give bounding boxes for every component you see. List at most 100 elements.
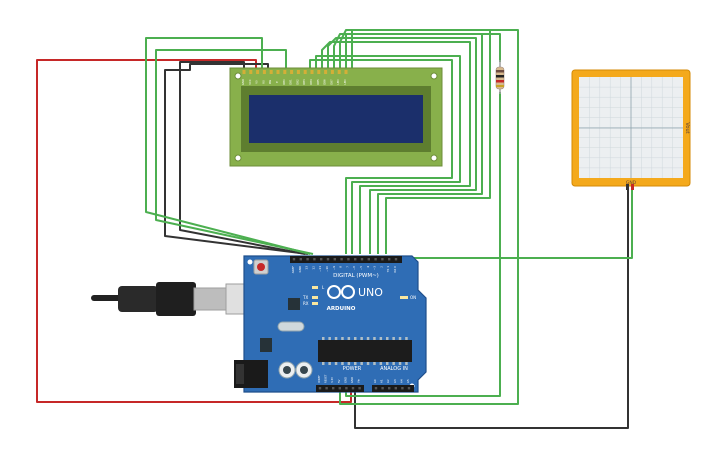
analog-pin-label: A3 <box>393 379 397 383</box>
lcd-pin[interactable] <box>330 70 334 74</box>
power-pin[interactable] <box>345 387 348 390</box>
led-l-label: L <box>322 285 325 290</box>
power-pin-label: GND <box>343 377 347 383</box>
digital-pin-label: GND <box>298 266 302 272</box>
lcd-pin[interactable] <box>310 70 314 74</box>
lcd-pin[interactable] <box>276 70 280 74</box>
digital-pin[interactable] <box>360 258 364 261</box>
power-pin[interactable] <box>338 387 341 390</box>
resistor[interactable] <box>495 60 505 94</box>
lcd-pin[interactable] <box>249 70 253 74</box>
digital-pin-label: ~10 <box>325 266 329 272</box>
usb-chip <box>288 298 300 310</box>
led-tx-label: TX <box>302 295 308 300</box>
digital-pin[interactable] <box>381 258 384 261</box>
digital-pin-label: TX 1 <box>386 266 390 274</box>
digital-pin[interactable] <box>354 258 357 261</box>
crystal <box>277 321 305 332</box>
lcd-pin-label: DB6 <box>323 79 327 85</box>
digital-pin[interactable] <box>388 258 391 261</box>
wire-green-lcd-h[interactable] <box>309 59 453 254</box>
analog-pin[interactable] <box>401 387 404 390</box>
lcd-pin[interactable] <box>337 70 341 74</box>
digital-pin-label: RX 0 <box>393 266 397 273</box>
wire-green-led-resistor[interactable] <box>345 33 501 72</box>
lcd-pin-label: V0 <box>255 80 259 84</box>
lcd-pin[interactable] <box>262 70 266 74</box>
wire-green-lcd-d[interactable] <box>327 37 477 254</box>
analog-pin[interactable] <box>394 387 397 390</box>
digital-pin[interactable] <box>313 258 316 261</box>
digital-pin[interactable] <box>326 258 330 261</box>
lcd-pin[interactable] <box>324 70 328 74</box>
digital-pin[interactable] <box>292 258 296 261</box>
analog-pin[interactable] <box>381 387 384 390</box>
analog-pin[interactable] <box>374 387 378 390</box>
lcd-pin[interactable] <box>317 70 321 74</box>
power-pin-label: 5V <box>337 379 341 383</box>
voltage-regulator <box>260 338 272 352</box>
wire-black-gnd-lcd-rw[interactable] <box>164 63 309 255</box>
digital-pin[interactable] <box>367 258 370 261</box>
digital-pin[interactable] <box>340 258 343 261</box>
digital-pin[interactable] <box>374 258 377 261</box>
lcd-pin-label: DB4 <box>309 79 313 85</box>
wire-black-gnd-sensor[interactable] <box>354 188 629 429</box>
digital-pin[interactable] <box>333 258 336 261</box>
wire-black-gnd-lcd[interactable] <box>179 61 306 255</box>
power-pin[interactable] <box>325 387 328 390</box>
power-pin[interactable] <box>351 387 355 390</box>
analog-pin-label: A2 <box>386 379 390 383</box>
chip-legs <box>322 337 408 365</box>
analog-pin-label: A0 <box>373 379 377 383</box>
lcd-pin-label: DB0 <box>282 79 286 85</box>
lcd-pin[interactable] <box>269 70 273 74</box>
sensor-module[interactable]: Vout GND <box>571 69 691 190</box>
lcd-pin[interactable] <box>256 70 260 74</box>
lcd-pin-label: LED <box>343 79 347 84</box>
power-pin-label: Vin <box>357 379 361 383</box>
digital-pin[interactable] <box>306 258 309 261</box>
wire-green-lcd-c[interactable] <box>321 41 471 254</box>
digital-pin-label: ~6 <box>352 266 356 270</box>
analog-pin-label: A1 <box>380 379 384 383</box>
wire-green-outer-right[interactable] <box>339 29 519 405</box>
digital-pin[interactable] <box>347 258 350 261</box>
wire-green-lcd-g[interactable] <box>315 55 461 254</box>
wire-red-5v-vcc[interactable] <box>36 59 352 403</box>
power-pin[interactable] <box>332 387 335 390</box>
power-pin-label: RESET <box>324 374 328 383</box>
digital-pin[interactable] <box>320 258 323 261</box>
digital-label: DIGITAL (PWM~) <box>333 273 379 279</box>
lcd-pin[interactable] <box>242 70 246 74</box>
digital-pin-label: ~5 <box>359 266 363 270</box>
power-pin-label: GND <box>350 377 354 383</box>
lcd-pin[interactable] <box>296 70 300 74</box>
usb-cable[interactable] <box>91 282 249 316</box>
digital-pin-label: 4 <box>366 266 370 268</box>
power-pin[interactable] <box>358 387 361 390</box>
lcd-pin-label: E <box>275 81 279 83</box>
lcd-pin[interactable] <box>344 70 348 74</box>
analog-label: ANALOG IN <box>380 366 408 372</box>
digital-pin[interactable] <box>299 258 302 261</box>
digital-header <box>290 256 402 263</box>
wire-green-lcd-b[interactable] <box>155 49 314 255</box>
analog-pin[interactable] <box>388 387 391 390</box>
lcd-pin[interactable] <box>303 70 307 74</box>
lcd-pin[interactable] <box>283 70 287 74</box>
power-pin[interactable] <box>318 387 322 390</box>
wire-green-sensor-signal[interactable] <box>394 188 633 259</box>
lcd-pin[interactable] <box>290 70 294 74</box>
analog-pin-label: A5 <box>406 379 410 383</box>
digital-pin[interactable] <box>394 258 398 261</box>
model-label: UNO <box>358 286 383 299</box>
analog-pin[interactable] <box>407 387 411 390</box>
wire-green-resistor-5v[interactable] <box>345 92 501 397</box>
